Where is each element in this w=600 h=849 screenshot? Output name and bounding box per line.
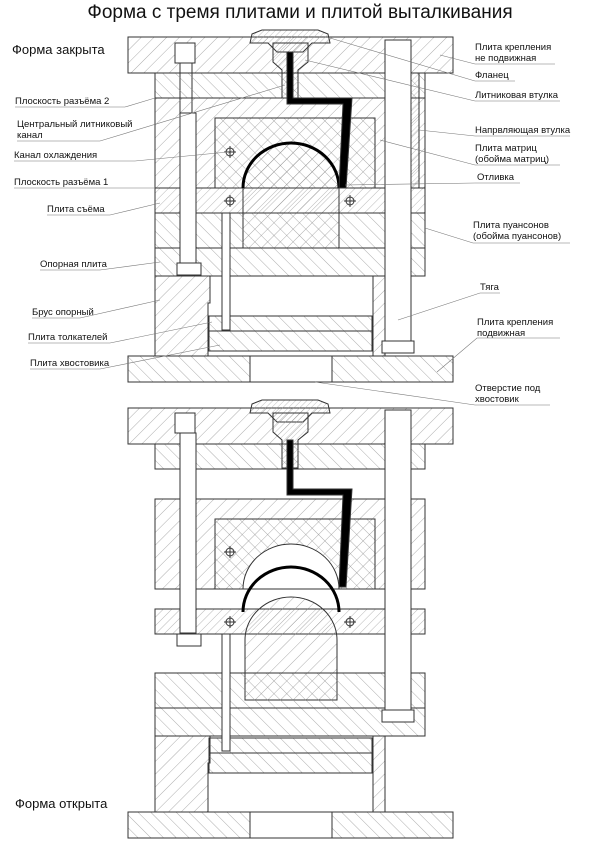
clamp-bolt-head (174, 42, 196, 64)
label-cavity-plate: Плита матриц(обойма матриц) (475, 143, 550, 165)
label-cooling-channel: Канал охлаждения (14, 150, 98, 161)
flange (249, 29, 331, 53)
label-guide-bushing: Напрвляющая втулка (475, 125, 571, 136)
label-flange: Фланец (475, 70, 509, 81)
open-ejector-plate (208, 737, 373, 754)
ejector-pin (221, 212, 231, 331)
stripper-bolt (179, 112, 197, 264)
open-support-bar-right (372, 735, 386, 813)
open-stripper-bolt-head (176, 633, 202, 647)
diagram-title: Форма с тремя плитами и плитой выталкива… (87, 2, 513, 23)
open-guide-pin (384, 409, 412, 711)
label-ejector-plate: Плита толкателей (28, 332, 108, 343)
label-core-plate: Плита пуансонов(обойма пуансонов) (473, 220, 562, 242)
open-support-bar-left (154, 735, 211, 813)
label-parting-plane-2: Плоскость разъёма 2 (15, 96, 110, 107)
molding-part (241, 141, 341, 189)
label-stripper-plate: Плита съёма (47, 204, 105, 215)
guide-bushing (410, 72, 420, 189)
open-molding-part (241, 565, 341, 613)
label-tie-rod: Тяга (480, 282, 499, 293)
open-cooling-channel-marks (224, 546, 356, 628)
mold-open-view (127, 399, 454, 839)
label-support-bar: Брус опорный (32, 307, 94, 318)
stripper-bolt-head (176, 262, 202, 276)
open-core-plate (154, 672, 426, 709)
cooling-channel-marks (224, 146, 356, 207)
ejector-hole (249, 355, 333, 383)
leader-lines (14, 37, 570, 406)
ejector-plate (208, 315, 373, 332)
open-ejector-pin (221, 633, 231, 752)
label-molding: Отливка (477, 172, 515, 183)
label-parting-plane-1: Плоскость разъёма 1 (14, 177, 109, 188)
open-ejector-retainer-plate (208, 752, 373, 774)
label-support-plate: Опорная плита (40, 259, 107, 270)
open-clamp-bolt-head (174, 412, 196, 434)
open-flange (249, 399, 331, 423)
label-ejector-retainer-plate: Плита хвостовика (30, 358, 110, 369)
state-label-open: Форма открыта (15, 796, 108, 811)
support-bar-left (154, 275, 211, 357)
open-tie-rod-head (381, 709, 415, 723)
tie-rod-head (381, 340, 415, 354)
state-label-closed: Форма закрыта (12, 42, 105, 57)
open-support-plate (154, 707, 426, 737)
mold-closed-view (127, 29, 454, 383)
open-ejector-hole (249, 811, 333, 839)
open-stripper-bolt (179, 432, 197, 634)
molding-runner (286, 51, 353, 189)
guide-pin (384, 39, 412, 346)
ejector-retainer-plate (208, 330, 373, 352)
open-molding-runner (286, 439, 353, 588)
label-sprue-bushing: Литниковая втулка (475, 90, 559, 101)
